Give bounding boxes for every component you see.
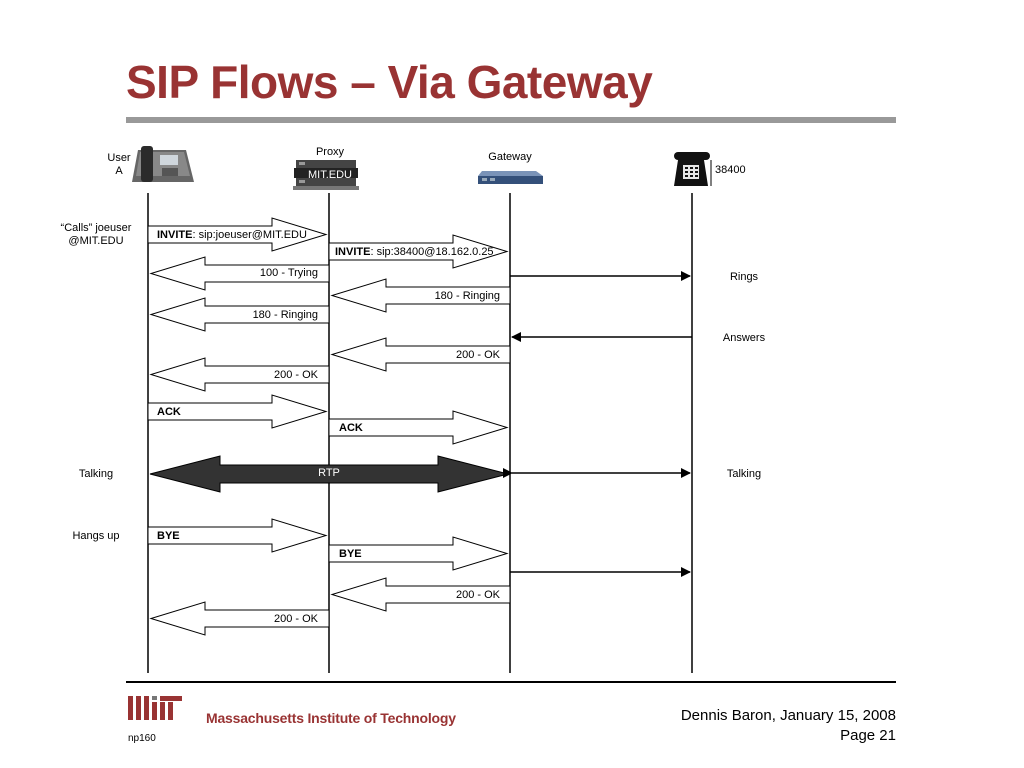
footer-divider bbox=[126, 681, 896, 683]
desk-phone-icon bbox=[132, 146, 194, 182]
gateway-device-icon bbox=[478, 171, 543, 184]
rings-note: Rings bbox=[729, 271, 759, 283]
phone-number-label: 38400 bbox=[715, 164, 746, 176]
ok-arrow-proxy-to-user bbox=[149, 357, 330, 392]
user-a-label-line2: A bbox=[115, 165, 123, 177]
ack-arrow-user-to-proxy bbox=[147, 394, 328, 429]
invite-arrow-user-to-proxy bbox=[147, 217, 328, 252]
ok-gateway-label: 200 - OK bbox=[455, 349, 500, 361]
bye-gateway-label: BYE bbox=[339, 548, 362, 560]
user-a-label: User A bbox=[104, 152, 134, 178]
calls-note: “Calls” joeuser @MIT.EDU bbox=[50, 222, 142, 248]
institution-name: Massachusetts Institute of Technology bbox=[206, 710, 456, 726]
user-a-label-line1: User bbox=[107, 152, 131, 164]
talking-right-note: Talking bbox=[726, 468, 762, 480]
rtp-label: RTP bbox=[318, 467, 340, 479]
bye-ok-user-label: 200 - OK bbox=[273, 613, 318, 625]
bye-ok-arrow-proxy-to-user bbox=[149, 601, 330, 636]
hangs-up-note: Hangs up bbox=[72, 530, 120, 542]
talking-left-note: Talking bbox=[78, 468, 114, 480]
ringing-arrow-proxy-to-user bbox=[149, 297, 330, 332]
trying-arrow-proxy-to-user bbox=[149, 256, 330, 291]
slide-code: np160 bbox=[128, 733, 156, 744]
author-date: Dennis Baron, January 15, 2008 bbox=[680, 707, 896, 724]
ok-arrow-gateway-to-proxy bbox=[330, 337, 511, 372]
proxy-label: Proxy bbox=[315, 146, 345, 158]
invite-gateway-label: INVITE: sip:38400@18.162.0.25 bbox=[335, 246, 494, 259]
invite-user-method: INVITE bbox=[157, 229, 193, 241]
trying-label: 100 - Trying bbox=[259, 267, 318, 279]
answers-note: Answers bbox=[722, 332, 766, 344]
bye-arrow-user-to-proxy bbox=[147, 518, 328, 553]
invite-gateway-uri: : sip:38400@18.162.0.25 bbox=[370, 246, 494, 258]
bye-user-label: BYE bbox=[157, 530, 180, 542]
calls-note-line1: “Calls” joeuser bbox=[60, 222, 132, 234]
gateway-label: Gateway bbox=[488, 151, 532, 163]
ack-gateway-label: ACK bbox=[339, 422, 363, 434]
invite-gateway-method: INVITE bbox=[335, 246, 371, 258]
page-number: Page 21 bbox=[840, 727, 896, 744]
ack-arrow-proxy-to-gateway bbox=[328, 410, 509, 445]
telephone-icon bbox=[674, 152, 710, 186]
bye-ok-gateway-label: 200 - OK bbox=[455, 589, 500, 601]
ringing-arrow-gateway-to-proxy bbox=[330, 278, 511, 313]
mit-logo bbox=[128, 696, 182, 720]
slide-title: SIP Flows – Via Gateway bbox=[126, 56, 653, 108]
ringing-user-label: 180 - Ringing bbox=[252, 309, 318, 321]
ack-user-label: ACK bbox=[157, 406, 181, 418]
ok-user-label: 200 - OK bbox=[273, 369, 318, 381]
bye-arrow-proxy-to-gateway bbox=[328, 536, 509, 571]
title-divider bbox=[126, 117, 896, 123]
ringing-gateway-label: 180 - Ringing bbox=[434, 290, 500, 302]
invite-arrow-proxy-to-gateway bbox=[328, 234, 509, 269]
proxy-device-text: MIT.EDU bbox=[308, 169, 352, 181]
invite-user-uri: : sip:joeuser@MIT.EDU bbox=[192, 229, 307, 241]
server-icon bbox=[293, 160, 359, 190]
footer-meta: Dennis Baron, January 15, 2008 Page 21 bbox=[681, 706, 896, 746]
calls-note-line2: @MIT.EDU bbox=[68, 235, 124, 247]
invite-user-label: INVITE: sip:joeuser@MIT.EDU bbox=[157, 229, 307, 242]
bye-ok-arrow-gateway-to-proxy bbox=[330, 577, 511, 612]
